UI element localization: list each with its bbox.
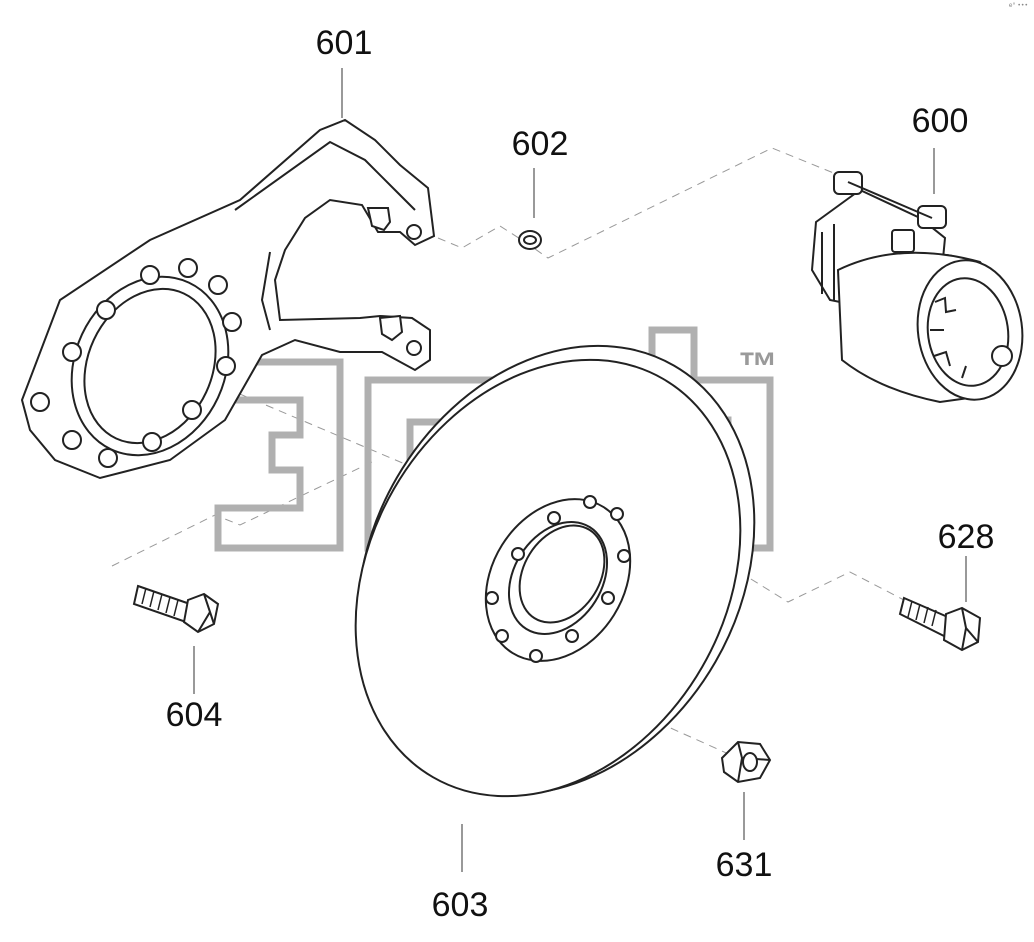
corner-mark: e° ••• bbox=[1008, 2, 1028, 9]
callout-602: 602 bbox=[512, 125, 569, 163]
callout-601: 601 bbox=[316, 24, 373, 62]
bracket-bolt-hole bbox=[178, 258, 198, 278]
disc-603 bbox=[354, 344, 756, 798]
bracket-slot-upper bbox=[366, 207, 392, 232]
disc-bolt-hole bbox=[610, 507, 624, 521]
disc-bolt-hole bbox=[617, 549, 631, 563]
bolt-head-face bbox=[961, 607, 979, 651]
bolt-628 bbox=[898, 596, 982, 652]
bracket-pin-hole-lower bbox=[406, 340, 422, 356]
motor-spline-teeth bbox=[930, 296, 967, 379]
disc-bolt-hole bbox=[583, 495, 597, 509]
bolt-thread bbox=[141, 587, 179, 617]
callout-603: 603 bbox=[432, 886, 489, 924]
mounting-bracket-601 bbox=[20, 118, 436, 480]
motor-top-rod bbox=[847, 181, 933, 219]
bolt-head-face bbox=[197, 593, 215, 633]
motor-shaft-end bbox=[991, 345, 1013, 367]
bracket-bolt-hole bbox=[222, 312, 242, 332]
disc-center-bore-inner bbox=[518, 524, 606, 624]
disc-bolt-hole bbox=[547, 511, 561, 525]
bolt-head bbox=[942, 606, 982, 652]
nut-thread-hole bbox=[742, 752, 758, 772]
motor-valve-face bbox=[821, 224, 835, 300]
hydraulic-motor-600 bbox=[810, 171, 1024, 404]
bracket-bolt-hole bbox=[142, 432, 162, 452]
callout-604: 604 bbox=[166, 696, 223, 734]
bracket-bolt-hole bbox=[216, 356, 236, 376]
disc-bolt-hole bbox=[485, 591, 499, 605]
disc-bolt-hole bbox=[529, 649, 543, 663]
washer-602 bbox=[518, 230, 542, 250]
disc-bolt-hole bbox=[511, 547, 525, 561]
disc-bolt-hole bbox=[495, 629, 509, 643]
bracket-slot-lower bbox=[378, 314, 404, 342]
watermark-glyph-1 bbox=[214, 358, 344, 552]
centerline-bracket-to-motor bbox=[437, 147, 847, 259]
bracket-bolt-hole bbox=[98, 448, 118, 468]
bracket-bolt-hole bbox=[30, 392, 50, 412]
bolt-604 bbox=[132, 584, 220, 634]
callout-628: 628 bbox=[938, 518, 995, 556]
bracket-bolt-hole bbox=[140, 265, 160, 285]
disc-bolt-hole bbox=[601, 591, 615, 605]
motor-fitting bbox=[891, 229, 915, 253]
bracket-bore-inner bbox=[83, 287, 217, 445]
bracket-bolt-hole bbox=[208, 275, 228, 295]
bracket-pin-hole-upper bbox=[406, 224, 422, 240]
leader-lines bbox=[193, 68, 967, 872]
nut-631 bbox=[720, 740, 772, 784]
bracket-bolt-hole bbox=[182, 400, 202, 420]
bracket-bolt-hole bbox=[62, 342, 82, 362]
bracket-inner-bevel bbox=[234, 140, 416, 211]
bracket-bolt-hole bbox=[62, 430, 82, 450]
callout-631: 631 bbox=[716, 846, 773, 884]
trademark-symbol: ™ bbox=[738, 345, 778, 389]
bolt-thread bbox=[907, 600, 937, 627]
bracket-bolt-hole bbox=[96, 300, 116, 320]
disc-bolt-hole bbox=[565, 629, 579, 643]
callout-600: 600 bbox=[912, 102, 969, 140]
callout-labels: 600 601 602 603 604 628 631 bbox=[166, 24, 995, 924]
bracket-arm-bevel bbox=[260, 251, 271, 331]
centerline-bolt-604 bbox=[111, 461, 373, 567]
